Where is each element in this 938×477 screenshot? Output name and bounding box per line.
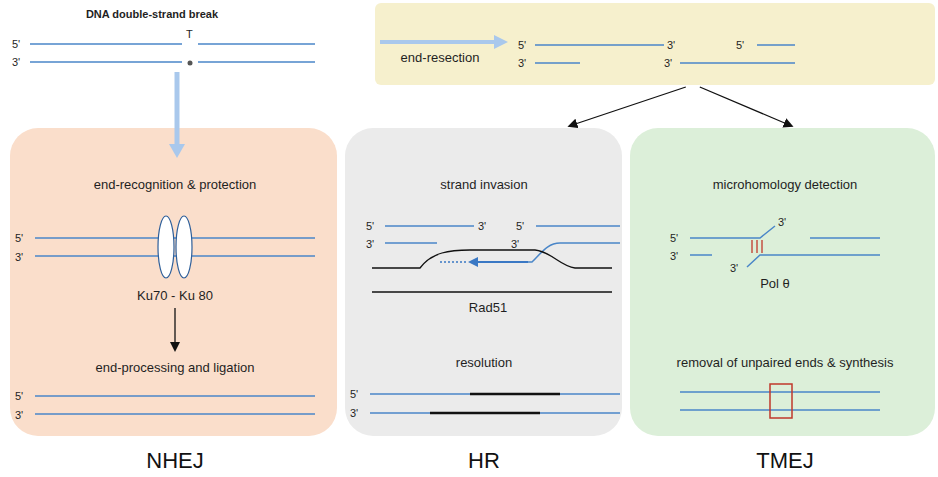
- step-label: Pol θ: [760, 276, 790, 291]
- strand-end-label: 3': [350, 407, 358, 419]
- diagram-title: DNA double-strand break: [86, 8, 218, 21]
- strand-end-label: 3': [730, 262, 738, 274]
- step-label: resolution: [456, 355, 512, 370]
- strand-end-label: 3': [478, 220, 486, 232]
- strand-end-label: 3': [664, 57, 672, 69]
- strand-end-label: 3': [518, 57, 526, 69]
- strand-end-label: 3': [12, 56, 20, 68]
- resection-band: end-resection: [375, 3, 935, 85]
- strand-end-label: 3': [366, 238, 374, 250]
- break-arrow: [169, 72, 185, 158]
- strand-end-label: 5': [736, 39, 744, 51]
- strand-end-label: 5': [670, 232, 678, 244]
- strand-end-label: 3': [667, 39, 675, 51]
- strand-end-label: 5': [15, 232, 23, 244]
- step-label: microhomology detection: [713, 177, 858, 192]
- panel-heading: NHEJ: [146, 448, 203, 474]
- step-label: end-resection: [401, 50, 480, 65]
- pathway-arrow: [700, 87, 792, 126]
- step-label: end-recognition & protection: [94, 177, 257, 192]
- hr-illustration: [370, 226, 620, 413]
- strand-end-label: 3': [15, 409, 23, 421]
- step-label: end-processing and ligation: [96, 360, 255, 375]
- strand-end-label: 5': [15, 390, 23, 402]
- strand-end-label: 5': [350, 388, 358, 400]
- strand-end-label: 3': [15, 251, 23, 263]
- step-label: Rad51: [469, 300, 507, 315]
- step-label: strand invasion: [440, 177, 527, 192]
- tmej-panel: microhomology detectionPol θ removal of u…: [630, 128, 935, 436]
- strand-end-label: 3': [778, 216, 786, 228]
- panel-heading: HR: [468, 448, 500, 474]
- resection-arrow: [380, 35, 508, 49]
- strand-end-label: 3': [511, 238, 519, 250]
- strand-end-label: 5': [516, 220, 524, 232]
- step-label: Ku70 - Ku 80: [137, 288, 213, 303]
- hr-panel: strand invasionRad51resolutionHR: [345, 128, 622, 436]
- strand-end-label: 5': [12, 38, 20, 50]
- pathway-arrow: [569, 87, 685, 126]
- break-dot: [188, 61, 193, 66]
- nhej-illustration: [35, 216, 315, 414]
- strand-end-label: 5': [518, 39, 526, 51]
- break-dna: [30, 44, 315, 62]
- panel-heading: TMEJ: [756, 448, 813, 474]
- step-label: removal of unpaired ends & synthesis: [677, 355, 894, 370]
- strand-end-label: T: [186, 28, 193, 40]
- nhej-panel: end-recognition & protectionKu70 - Ku 80…: [10, 128, 337, 436]
- strand-end-label: 3': [670, 250, 678, 262]
- tmej-illustration: [680, 226, 880, 418]
- strand-end-label: 5': [366, 220, 374, 232]
